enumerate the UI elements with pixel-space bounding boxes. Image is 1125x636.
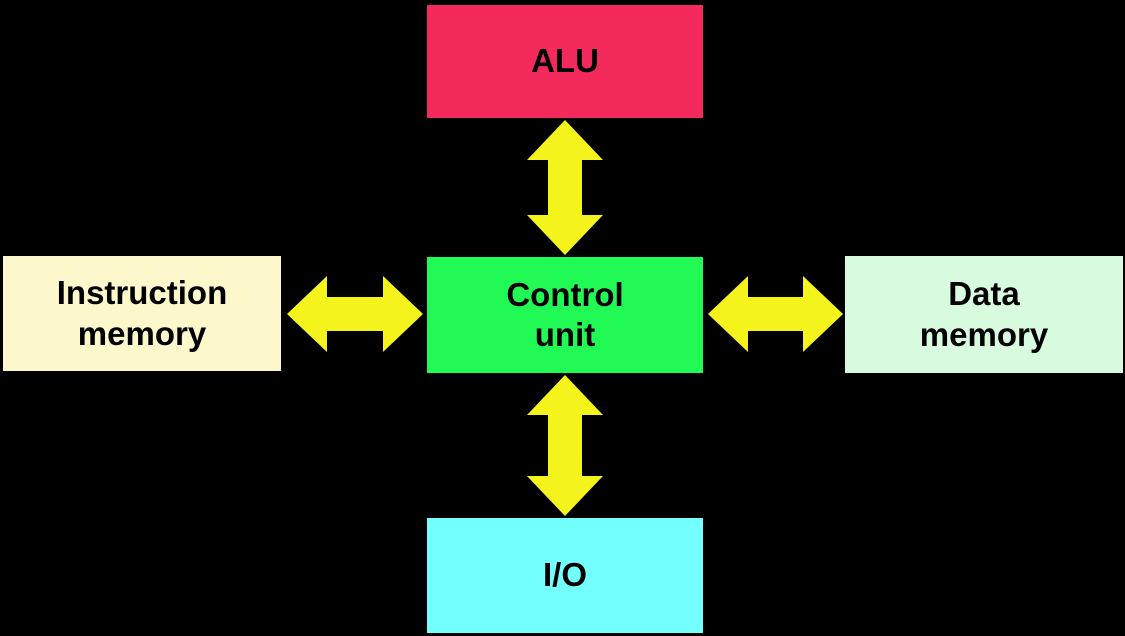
- arrow-control-data-icon: [708, 276, 843, 352]
- instruction-memory-box: Instruction memory: [3, 256, 281, 371]
- instruction-memory-label: Instruction memory: [56, 274, 228, 352]
- io-box: I/O: [427, 518, 703, 633]
- data-memory-label: Data memory: [919, 275, 1049, 353]
- control-unit-box: Control unit: [427, 257, 703, 373]
- arrow-control-alu-icon: [527, 120, 603, 255]
- alu-label: ALU: [531, 42, 599, 80]
- arrow-control-io-icon: [527, 375, 603, 516]
- control-unit-label: Control unit: [506, 275, 624, 353]
- arrow-instruction-control-icon: [287, 276, 423, 352]
- io-label: I/O: [542, 556, 587, 594]
- data-memory-box: Data memory: [845, 256, 1123, 373]
- alu-box: ALU: [427, 5, 703, 118]
